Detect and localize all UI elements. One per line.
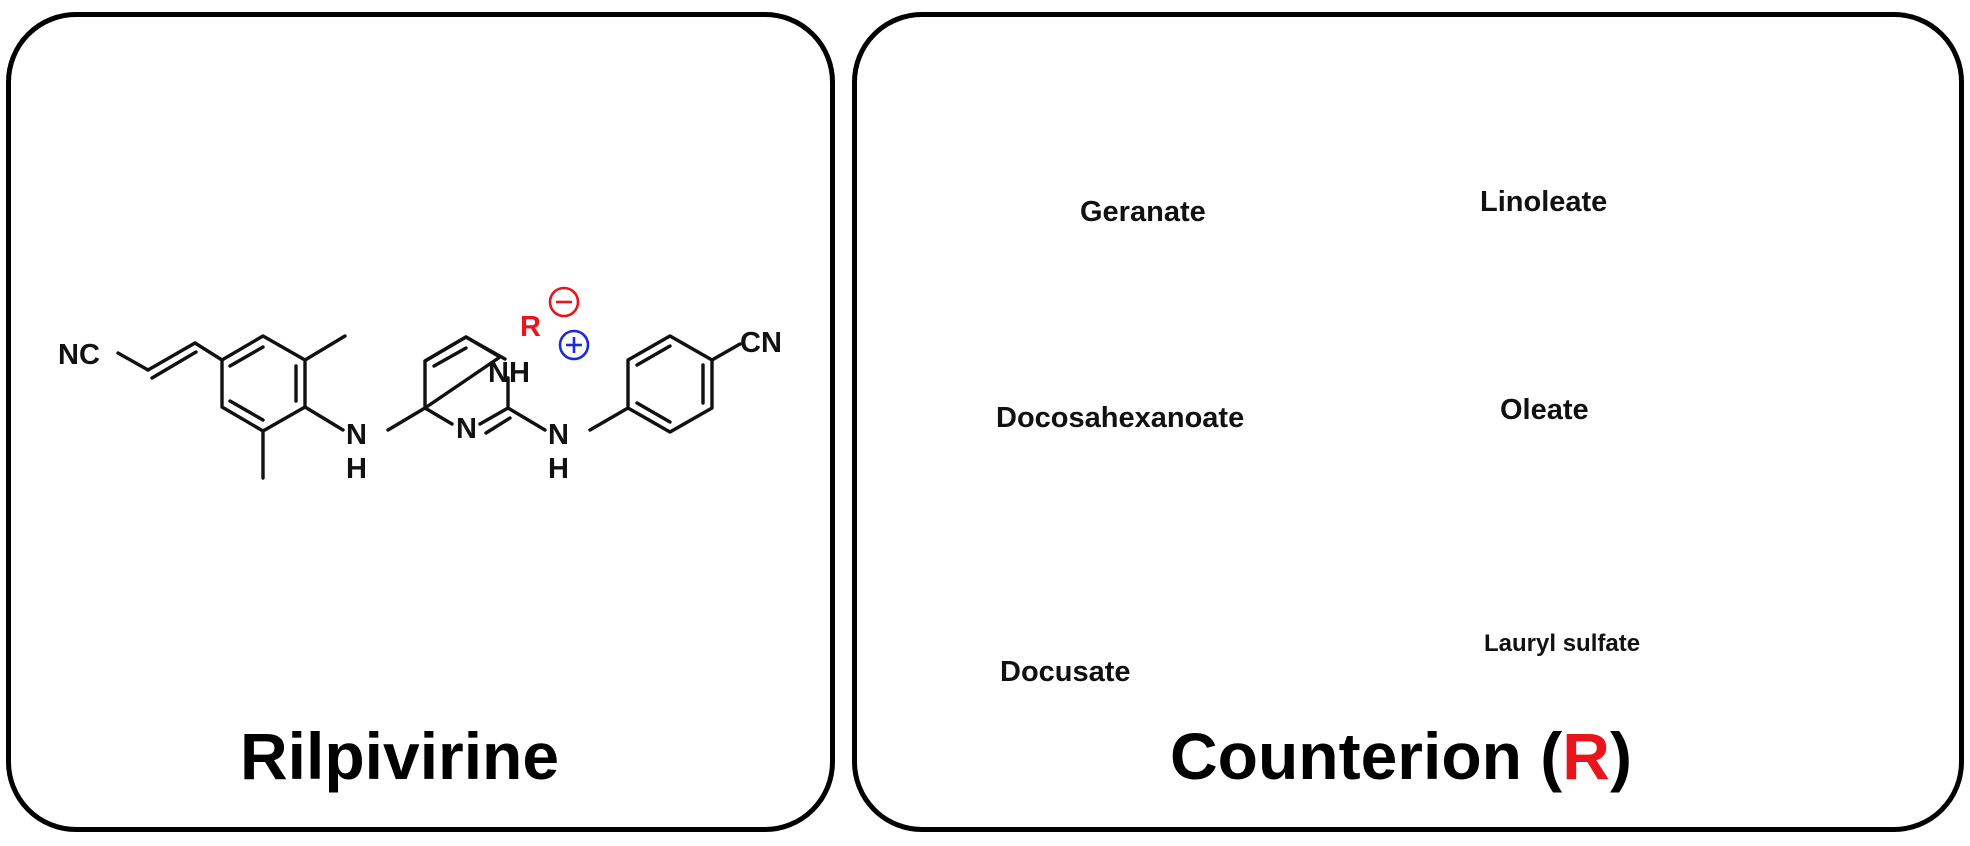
counterion-title-close: ) [1609,719,1632,793]
nh-ring-label: NH [488,357,530,389]
docosahexanoate-label: Docosahexanoate [996,402,1245,434]
counterion-title-open: ( [1521,719,1563,793]
nc-left-label: NC [58,339,100,371]
rilpivirine-title: Rilpivirine [240,719,560,793]
geranate-label: Geranate [1080,196,1206,228]
positive-charge-icon [558,329,590,361]
nh-left-n-label: N [346,419,367,451]
counterion-title: Counterion (R) [1170,718,1632,794]
nh-right-h-label: H [548,453,569,485]
cn-right-label: CN [740,327,782,359]
rilpivirine-panel [6,12,835,832]
nh-right-n-label: N [548,419,569,451]
counterion-r-label: R [520,311,541,343]
rilpivirine-structure: NC CN NH N N H N H R [58,286,782,485]
counterion-title-word: Counterion [1170,719,1522,793]
docusate-label: Docusate [1000,656,1131,688]
counterion-title-r: R [1562,719,1610,793]
linoleate-label: Linoleate [1480,186,1608,218]
counterion-panel [852,12,1964,832]
negative-charge-icon [548,286,580,318]
oleate-label: Oleate [1500,394,1589,426]
nh-left-h-label: H [346,453,367,485]
n-ring-label: N [456,413,477,445]
lauryl-sulfate-label: Lauryl sulfate [1484,630,1641,657]
